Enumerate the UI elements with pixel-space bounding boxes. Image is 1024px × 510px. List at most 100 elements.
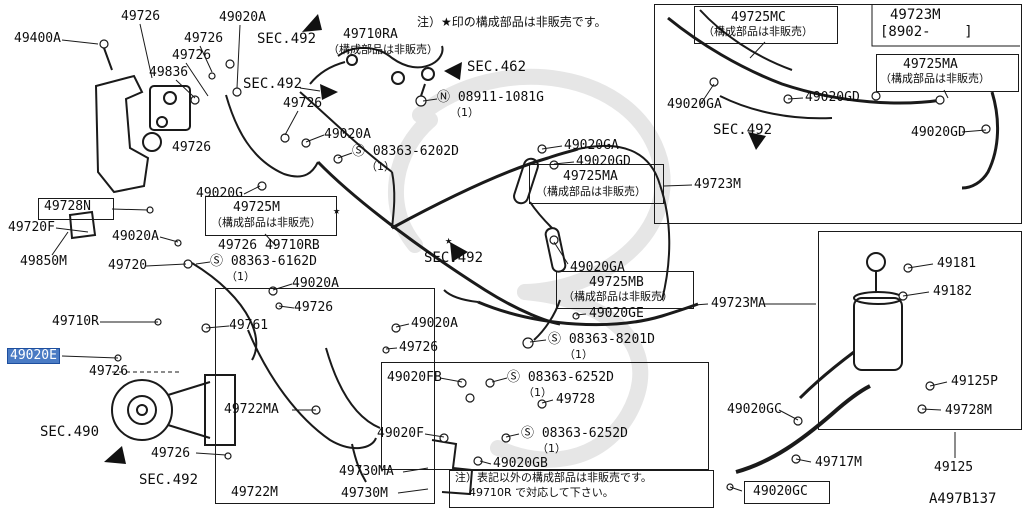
part-label-08363-8201d[interactable]: Ⓢ 08363-8201D (548, 332, 655, 347)
part-label-49722m[interactable]: 49722M (231, 485, 278, 500)
part-label-49020a[interactable]: 49020A (112, 229, 159, 244)
part-label-49020ga[interactable]: 49020GA (570, 260, 625, 275)
part-label-49710ra[interactable]: 49710RA (343, 27, 398, 42)
part-label-49717m[interactable]: 49717M (815, 455, 862, 470)
sec-ref-sec.492[interactable]: SEC.492 (424, 250, 484, 266)
sec-ref-sec.492[interactable]: SEC.492 (243, 76, 303, 92)
part-label-49020gd[interactable]: 49020GD (805, 90, 860, 105)
part-label-49182[interactable]: 49182 (933, 284, 973, 299)
part-label-49020g[interactable]: 49020G (196, 186, 243, 201)
part-label-08363-6202d[interactable]: Ⓢ 08363-6202D (352, 144, 459, 159)
note-jp-text: 注）★印の構成部品は非販売です。 (417, 15, 607, 29)
note-1: （1） (537, 442, 566, 455)
box-group-clamps (381, 362, 709, 470)
part-label-49181[interactable]: 49181 (937, 256, 977, 271)
star-marker-jp-text: ★ (333, 203, 341, 217)
fasteners (99, 39, 991, 491)
part-label-49020gd[interactable]: 49020GD (911, 125, 966, 140)
part-label-49710r[interactable]: 49710R (52, 314, 99, 329)
part-label-49730ma[interactable]: 49730MA (339, 464, 394, 479)
part-label-49020e[interactable]: 49020E (7, 348, 60, 364)
sec-ref-sec.492[interactable]: SEC.492 (713, 122, 773, 138)
part-label-49020ga[interactable]: 49020GA (667, 97, 722, 112)
note-1: （1） (564, 348, 593, 361)
note-49710r: 49710R で対応して下さい。 (469, 486, 614, 499)
part-drawings (68, 4, 1020, 496)
part-label-49020fb[interactable]: 49020FB (387, 370, 442, 385)
part-label-49020gd[interactable]: 49020GD (576, 154, 631, 169)
box-49725mc-note (694, 6, 838, 44)
part-label-49726[interactable]: 49726 (121, 9, 161, 24)
part-label-49020gc[interactable]: 49020GC (727, 402, 782, 417)
part-label-49723m[interactable]: 49723M (694, 177, 741, 192)
part-label-49726-49710rb[interactable]: 49726 49710RB (218, 238, 320, 253)
part-label-49761[interactable]: 49761 (229, 318, 269, 333)
box-49728n (38, 198, 114, 220)
part-label-49020f[interactable]: 49020F (377, 426, 424, 441)
part-label-08363-6162d[interactable]: Ⓢ 08363-6162D (210, 254, 317, 269)
part-label-49723m[interactable]: 49723M (890, 7, 941, 23)
part-label-49730m[interactable]: 49730M (341, 486, 388, 501)
part-label-49125[interactable]: 49125 (934, 460, 974, 475)
part-label-49725ma[interactable]: 49725MA (563, 169, 618, 184)
part-label-49726[interactable]: 49726 (283, 96, 323, 111)
part-label-49020ge[interactable]: 49020GE (589, 306, 644, 321)
part-label-49726[interactable]: 49726 (399, 340, 439, 355)
part-label-49020ga[interactable]: 49020GA (564, 138, 619, 153)
part-label-49725mb[interactable]: 49725MB (589, 275, 644, 290)
part-label-49836[interactable]: 49836 (149, 65, 189, 80)
part-label-49728m[interactable]: 49728M (945, 403, 992, 418)
part-label-49400a[interactable]: 49400A (14, 31, 61, 46)
part-label-49726[interactable]: 49726 (184, 31, 224, 46)
part-label-49125p[interactable]: 49125P (951, 374, 998, 389)
part-label-49725mc[interactable]: 49725MC (731, 10, 786, 25)
part-label-49728[interactable]: 49728 (556, 392, 596, 407)
part-label-49726[interactable]: 49726 (172, 140, 212, 155)
box-49725m-note (205, 196, 337, 236)
part-label-49020a[interactable]: 49020A (292, 276, 339, 291)
star-marker-jp-text: ★ (445, 233, 453, 247)
part-label-49722ma[interactable]: 49722MA (224, 402, 279, 417)
part-label-49726[interactable]: 49726 (151, 446, 191, 461)
sec-ref-sec.492[interactable]: SEC.492 (257, 31, 317, 47)
figure-code: A497B137 (929, 491, 997, 507)
note-jp-text: （構成部品は非販売） (703, 25, 813, 38)
part-label-49723ma[interactable]: 49723MA (711, 296, 766, 311)
note-1: （1） (450, 106, 479, 119)
part-label-49020gc[interactable]: 49020GC (753, 484, 808, 499)
sec-ref-sec.462[interactable]: SEC.462 (467, 59, 527, 75)
box-note-bottom (449, 470, 714, 508)
note-jp-text: （構成部品は非販売） (563, 290, 673, 303)
part-label-08363-6252d[interactable]: Ⓢ 08363-6252D (521, 426, 628, 441)
part-label-49850m[interactable]: 49850M (20, 254, 67, 269)
part-label-08911-1081g[interactable]: Ⓝ 08911-1081G (437, 90, 544, 105)
part-label-49720[interactable]: 49720 (108, 258, 148, 273)
part-label-49726[interactable]: 49726 (172, 48, 212, 63)
part-label-49728n[interactable]: 49728N (44, 199, 91, 214)
box-49725ma-note-2 (876, 54, 1019, 92)
part-label-49720f[interactable]: 49720F (8, 220, 55, 235)
note-jp-text: （構成部品は非販売） (328, 43, 438, 56)
part-label-49020gb[interactable]: 49020GB (493, 456, 548, 471)
part-label-49020a[interactable]: 49020A (219, 10, 266, 25)
part-label-49020a[interactable]: 49020A (324, 127, 371, 142)
note-1: （1） (523, 386, 552, 399)
box-region-topright (654, 4, 1022, 224)
part-label-49726[interactable]: 49726 (294, 300, 334, 315)
part-label-49725m[interactable]: 49725M (233, 200, 280, 215)
note-1: （1） (226, 270, 255, 283)
part-label-49725ma[interactable]: 49725MA (903, 57, 958, 72)
note-jp-text: （構成部品は非販売） (880, 72, 990, 85)
direction-arrows (104, 14, 766, 464)
part-label-08363-6252d[interactable]: Ⓢ 08363-6252D (507, 370, 614, 385)
part-label-8902[interactable]: [8902- ] (880, 24, 973, 40)
part-label-49020a[interactable]: 49020A (411, 316, 458, 331)
box-region-reservoir (818, 231, 1022, 430)
sec-ref-sec.492[interactable]: SEC.492 (139, 472, 199, 488)
part-label-49726[interactable]: 49726 (89, 364, 129, 379)
sec-ref-sec.490[interactable]: SEC.490 (40, 424, 100, 440)
note-jp-text: （構成部品は非販売） (211, 216, 321, 229)
box-49020gc (744, 481, 830, 504)
box-region-pump (215, 288, 435, 504)
